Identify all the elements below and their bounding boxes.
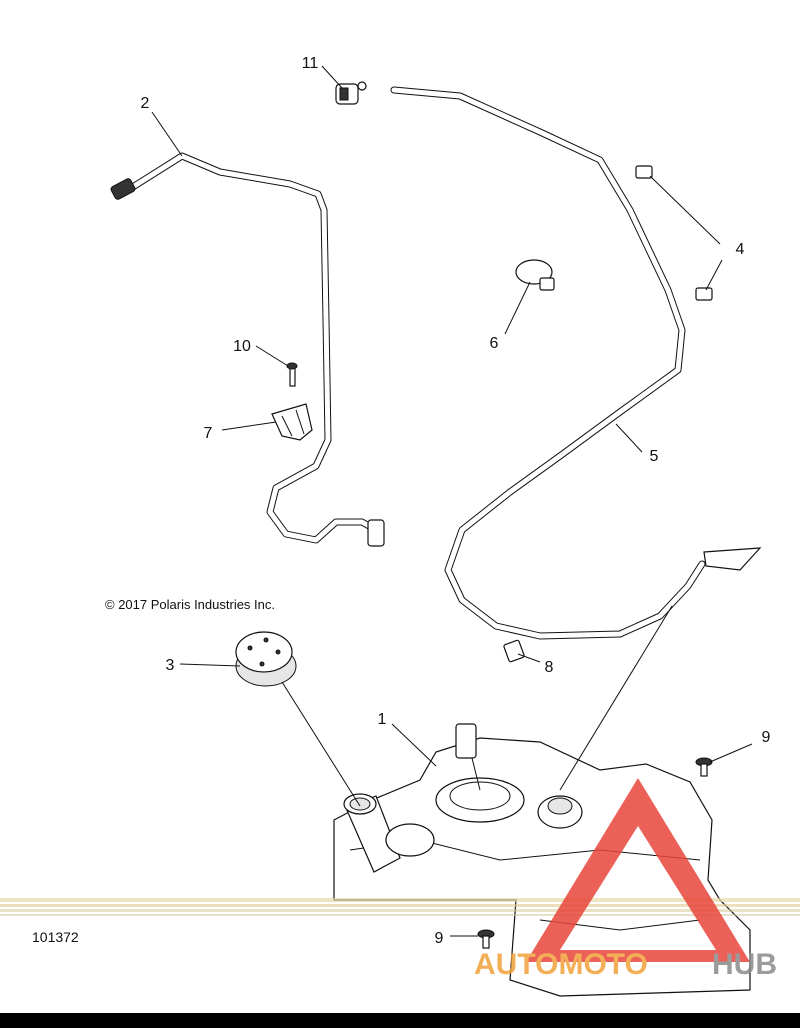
hose-end-tab-icon — [703, 547, 762, 571]
bottom-bar — [0, 1013, 800, 1028]
watermark-brand-automoto: AUTOMOTO — [474, 948, 648, 981]
callout-5: 5 — [650, 448, 659, 465]
callout-6: 6 — [490, 335, 499, 352]
callout-4: 4 — [736, 241, 745, 258]
pin-part-10 — [286, 362, 298, 387]
callout-9-lower: 9 — [435, 930, 444, 947]
callout-3: 3 — [166, 657, 175, 674]
hose-part-5 — [390, 86, 762, 640]
hose-fitting-icon — [110, 178, 136, 200]
callout-9-upper: 9 — [762, 729, 771, 746]
scan-noise-band — [0, 898, 800, 916]
clamp-part-6 — [515, 259, 555, 291]
callout-7: 7 — [204, 425, 213, 442]
watermark-brand-hub: HUB — [712, 948, 777, 981]
automotohub-watermark: AUTOMOTO HUB — [474, 778, 777, 981]
filler-neck-icon — [343, 793, 401, 873]
callout-1: 1 — [378, 711, 387, 728]
hose-clip-part-7 — [271, 403, 313, 441]
leader-lines — [151, 65, 753, 937]
clip-part-11 — [335, 81, 367, 105]
screw-part-9-lower — [477, 929, 495, 949]
screw-part-9-upper — [695, 757, 713, 777]
callout-2: 2 — [141, 95, 150, 112]
hose-part-2 — [110, 152, 385, 547]
callout-8: 8 — [545, 659, 554, 676]
callout-labels: 11 2 4 6 10 7 5 8 3 1 9 9 — [141, 55, 771, 947]
hose-connector-icon — [367, 519, 385, 547]
clip-part-4-upper — [635, 165, 653, 179]
clip-part-8 — [503, 639, 525, 663]
diagram-number: 101372 — [32, 929, 79, 945]
callout-10: 10 — [233, 338, 251, 355]
copyright-text: © 2017 Polaris Industries Inc. — [105, 597, 275, 612]
callout-11: 11 — [302, 55, 319, 72]
fuel-cap-part-3 — [235, 631, 297, 687]
clip-part-4-lower — [695, 287, 713, 301]
